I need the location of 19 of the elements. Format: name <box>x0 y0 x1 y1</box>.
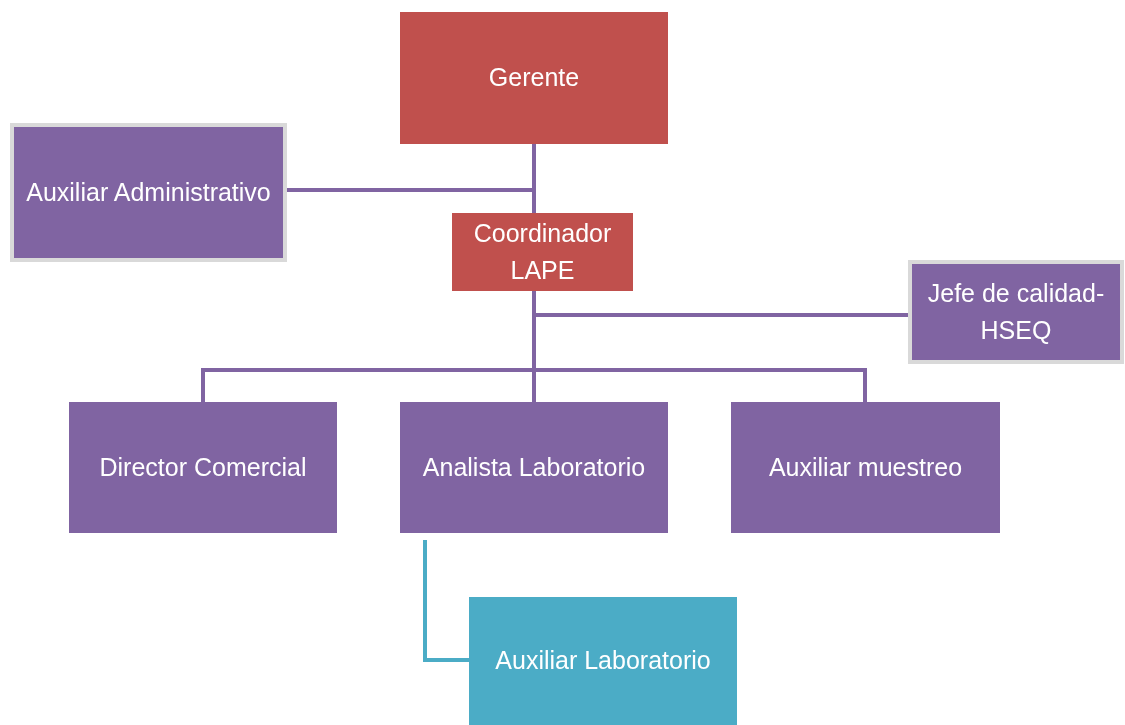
position-box <box>10 123 287 262</box>
position-title: Jefe de calidad- HSEQ <box>926 277 1106 346</box>
position-title: Gerente <box>488 62 580 94</box>
position-title: Director Comercial <box>99 451 307 483</box>
connector-line <box>532 291 867 402</box>
position-box <box>731 402 1000 533</box>
connector-line <box>423 540 469 662</box>
position-box <box>400 12 668 144</box>
position-title: Analista Laboratorio <box>422 451 646 483</box>
position-box <box>400 402 668 533</box>
connector-line <box>287 144 536 192</box>
position-box <box>452 213 633 291</box>
position-title: Auxiliar Laboratorio <box>495 645 711 677</box>
position-box <box>69 402 337 533</box>
position-box <box>908 260 1124 364</box>
position-title: Coordinador LAPE <box>472 217 613 286</box>
position-box <box>469 597 737 725</box>
position-title: Auxiliar muestreo <box>768 451 963 483</box>
position-title: Auxiliar Administrativo <box>26 176 271 208</box>
